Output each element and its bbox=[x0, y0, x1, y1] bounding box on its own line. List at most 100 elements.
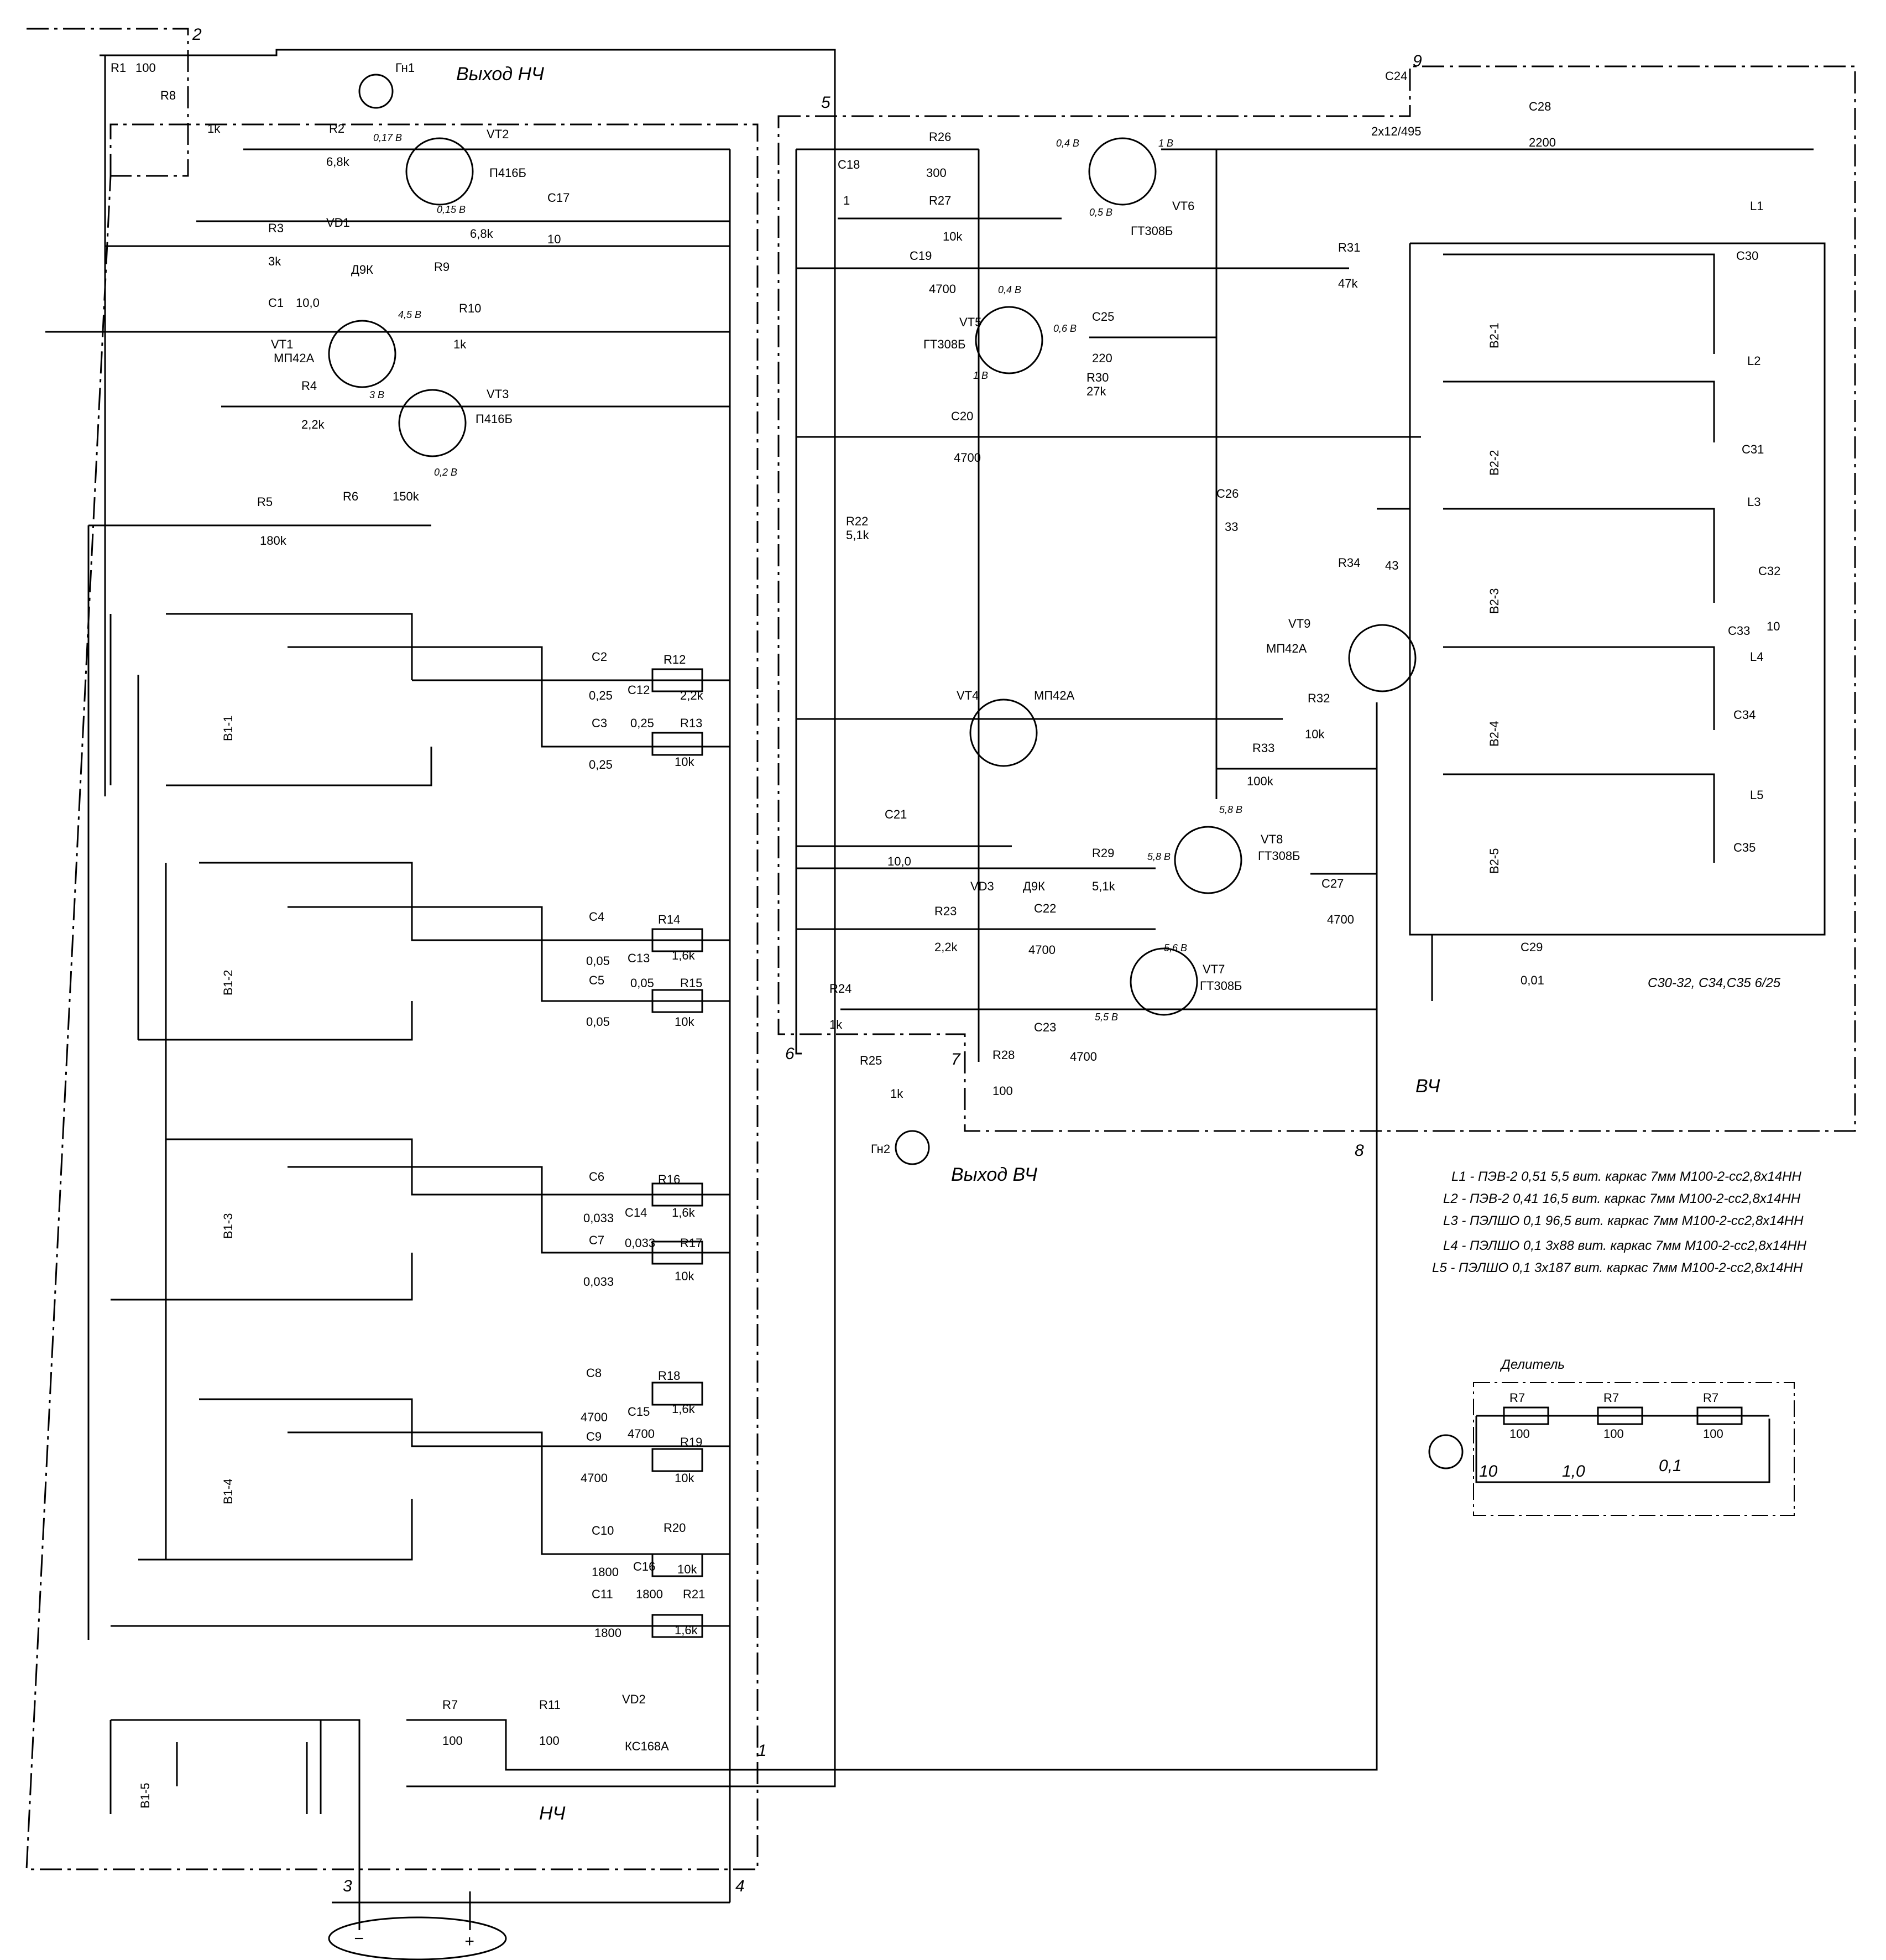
r4-ref: R4 bbox=[301, 379, 317, 393]
c6-ref: C6 bbox=[589, 1170, 604, 1184]
voltage-10: 0,6 В bbox=[1053, 323, 1077, 334]
r10-val: 1k bbox=[453, 337, 467, 351]
c3-ref: C3 bbox=[592, 716, 607, 730]
r17-val: 10k bbox=[675, 1269, 694, 1283]
r24-ref: R24 bbox=[829, 982, 851, 995]
node-3: 3 bbox=[343, 1877, 352, 1895]
r25-val: 1k bbox=[890, 1087, 903, 1101]
r9-val: 6,8k bbox=[470, 227, 494, 241]
c19-val: 4700 bbox=[929, 282, 956, 296]
r30-ref: R30 bbox=[1086, 371, 1109, 384]
node-1: 1 bbox=[757, 1742, 767, 1760]
c25-ref: C25 bbox=[1092, 310, 1114, 324]
c14-val: 0,033 bbox=[625, 1236, 655, 1250]
c16-val: 1800 bbox=[636, 1587, 663, 1601]
c12-ref: C12 bbox=[628, 683, 650, 697]
r13-ref: R13 bbox=[680, 716, 702, 730]
r17-ref: R17 bbox=[680, 1236, 702, 1250]
r3-ref: R3 bbox=[268, 221, 284, 235]
jack2-label: Гн2 bbox=[871, 1142, 890, 1156]
r8-ref: R8 bbox=[160, 88, 176, 102]
r2-ref: R2 bbox=[329, 122, 344, 135]
r22-ref: R22 bbox=[846, 514, 868, 528]
c11-val: 1800 bbox=[594, 1626, 621, 1640]
c4-ref: C4 bbox=[589, 910, 604, 924]
r23-ref: R23 bbox=[934, 904, 957, 918]
c27-ref: C27 bbox=[1321, 877, 1344, 890]
switch-b1-5: В1-5 bbox=[138, 1783, 152, 1808]
c26-ref: C26 bbox=[1216, 487, 1239, 501]
r19-val: 10k bbox=[675, 1471, 694, 1485]
filter-section-1 bbox=[166, 613, 730, 786]
out-hf-label: Выход ВЧ bbox=[951, 1164, 1037, 1185]
c26-val: 33 bbox=[1225, 520, 1238, 534]
vd3-ref: VD3 bbox=[970, 879, 994, 893]
divider-tap-10: 10 bbox=[1479, 1462, 1498, 1481]
c24-ref: C24 bbox=[1385, 69, 1407, 83]
vd1-type: Д9К bbox=[351, 263, 373, 277]
divider-tap-01: 0,1 bbox=[1659, 1457, 1682, 1475]
power-minus: − bbox=[354, 1930, 364, 1948]
c14-ref: C14 bbox=[625, 1206, 647, 1219]
r7-ref: R7 bbox=[442, 1698, 458, 1712]
switch-b2-5: В2-5 bbox=[1487, 848, 1501, 874]
vt5-type: ГТ308Б bbox=[923, 337, 966, 351]
voltage-7: 1 В bbox=[1158, 138, 1173, 149]
c13-val: 0,05 bbox=[630, 976, 654, 990]
c3-val: 0,25 bbox=[589, 758, 613, 772]
switch-b2-4: В2-4 bbox=[1487, 721, 1501, 747]
r16-ref: R16 bbox=[658, 1172, 680, 1186]
c35-ref: C35 bbox=[1733, 841, 1756, 854]
r12-ref: R12 bbox=[664, 653, 686, 666]
voltage-8: 0,5 В bbox=[1089, 207, 1112, 218]
r30-val: 27k bbox=[1086, 384, 1106, 398]
coil-l3: L3 bbox=[1747, 495, 1760, 509]
r7-val: 100 bbox=[442, 1734, 463, 1748]
c31-ref: C31 bbox=[1742, 442, 1764, 456]
power-plus: + bbox=[464, 1932, 474, 1951]
c4-val: 0,05 bbox=[586, 954, 610, 968]
c9-val: 4700 bbox=[581, 1471, 608, 1485]
r14-val: 1,6k bbox=[672, 948, 696, 962]
r27-val: 10k bbox=[943, 230, 963, 243]
c28-val: 2200 bbox=[1529, 135, 1556, 149]
node-9: 9 bbox=[1413, 52, 1422, 70]
c16-ref: C16 bbox=[633, 1560, 655, 1573]
c15-ref: C15 bbox=[628, 1405, 650, 1419]
r6-ref: R6 bbox=[343, 489, 358, 503]
filter-section-4 bbox=[111, 1382, 730, 1638]
r33-val: 100k bbox=[1247, 774, 1274, 788]
switch-b1-2: В1-2 bbox=[221, 970, 235, 995]
r26-val: 300 bbox=[926, 166, 947, 180]
coil-l2: L2 bbox=[1747, 354, 1760, 368]
switch-b1-3: В1-3 bbox=[221, 1213, 235, 1239]
r29-ref: R29 bbox=[1092, 846, 1114, 860]
r6-val: 150k bbox=[393, 489, 420, 503]
coil-l5: L5 bbox=[1750, 788, 1763, 802]
vd2-ref: VD2 bbox=[622, 1692, 646, 1706]
r5-val: 180k bbox=[260, 534, 287, 548]
c10-ref: C10 bbox=[592, 1524, 614, 1537]
r22-val: 5,1k bbox=[846, 528, 870, 542]
r21-ref: R21 bbox=[683, 1587, 705, 1601]
coil-l1: L1 bbox=[1750, 199, 1763, 213]
divider-r3-val: 100 bbox=[1703, 1427, 1723, 1441]
divider-outline bbox=[1473, 1382, 1795, 1516]
vt7-ref: VT7 bbox=[1203, 962, 1225, 976]
c32-ref: C32 bbox=[1758, 564, 1780, 578]
c7-val: 0,033 bbox=[583, 1275, 614, 1289]
c2-ref: C2 bbox=[592, 650, 607, 664]
c5-ref: C5 bbox=[589, 973, 604, 987]
r34-ref: R34 bbox=[1338, 556, 1360, 570]
voltage-13: 5,8 В bbox=[1147, 851, 1171, 862]
voltage-6: 0,4 В bbox=[1056, 138, 1079, 149]
switch-b1-1: В1-1 bbox=[221, 716, 235, 741]
c21-ref: C21 bbox=[885, 807, 907, 821]
r32-ref: R32 bbox=[1308, 691, 1330, 705]
r31-val: 47k bbox=[1338, 277, 1358, 290]
vt2-type: П416Б bbox=[489, 166, 526, 180]
divider-tap-1: 1,0 bbox=[1562, 1462, 1585, 1481]
r25-ref: R25 bbox=[860, 1054, 882, 1067]
hf-block-outline bbox=[777, 65, 1856, 1132]
voltage-3: 4,5 В bbox=[398, 309, 421, 320]
